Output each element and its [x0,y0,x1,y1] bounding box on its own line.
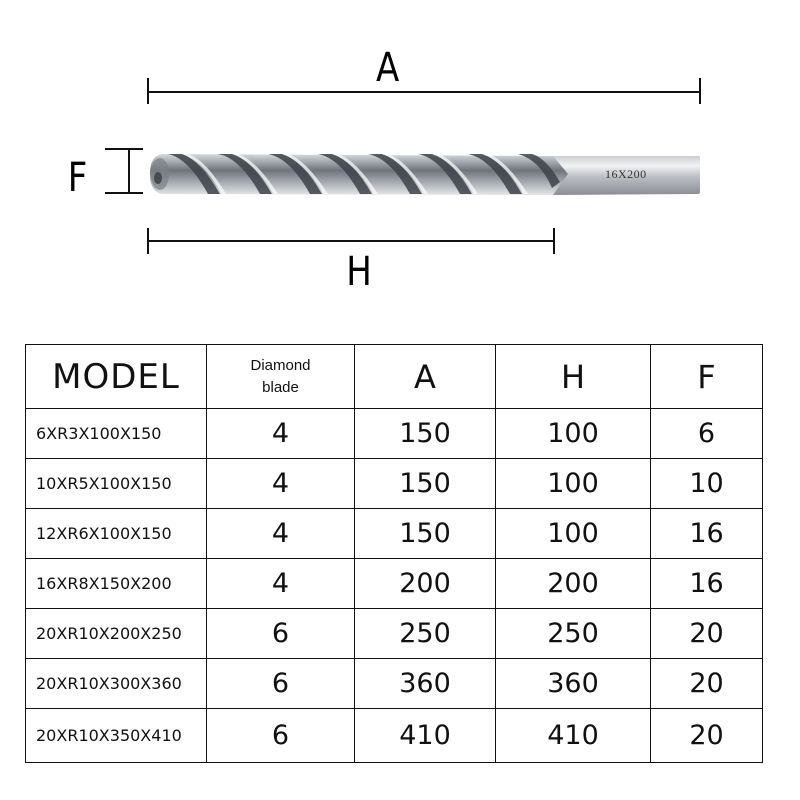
header-model: MODEL [25,344,207,409]
header-blade-line2: blade [262,378,299,396]
cell-h: 410 [495,708,651,763]
cell-blades: 6 [206,608,355,659]
cell-f: 10 [650,458,763,509]
cell-blades: 6 [206,658,355,709]
table-row: 10XR5X100X150 4 150 100 10 [25,458,763,509]
cell-a: 200 [354,558,496,609]
cell-blades: 4 [206,558,355,609]
cell-model: 10XR5X100X150 [25,458,207,509]
cell-blades: 4 [206,408,355,459]
cell-model: 20XR10X350X410 [25,708,207,763]
dimension-a-tick-right [699,78,701,104]
cell-blades: 4 [206,458,355,509]
header-diamond-blade: Diamond blade [206,344,355,409]
cell-h: 200 [495,558,651,609]
cell-a: 150 [354,458,496,509]
specification-table: MODEL Diamond blade A H F 6XR3X100X150 4… [25,344,763,763]
header-h: H [495,344,651,409]
table-row: 20XR10X300X360 6 360 360 20 [25,658,763,709]
cell-a: 150 [354,508,496,559]
table-row: 16XR8X150X200 4 200 200 16 [25,558,763,609]
cell-model: 20XR10X200X250 [25,608,207,659]
cell-blades: 4 [206,508,355,559]
cell-model: 6XR3X100X150 [25,408,207,459]
cell-a: 250 [354,608,496,659]
cell-f: 20 [650,708,763,763]
cell-h: 100 [495,458,651,509]
dimension-f-tick-top [105,148,143,150]
table-row: 20XR10X200X250 6 250 250 20 [25,608,763,659]
cell-a: 360 [354,658,496,709]
cell-model: 16XR8X150X200 [25,558,207,609]
dimension-h-tick-right [553,228,555,254]
header-f: F [650,344,763,409]
dimension-h-tick-left [147,228,149,254]
cell-f: 20 [650,608,763,659]
dimension-a-label: A [376,45,400,91]
cell-blades: 6 [206,708,355,763]
dimension-a-tick-left [147,78,149,104]
cell-f: 20 [650,658,763,709]
cell-f: 16 [650,508,763,559]
cell-h: 100 [495,408,651,459]
header-blade-line1: Diamond [250,356,311,374]
table-row: 6XR3X100X150 4 150 100 6 [25,408,763,459]
cell-a: 150 [354,408,496,459]
cell-model: 20XR10X300X360 [25,658,207,709]
shank-marking: 16X200 [605,167,647,181]
cell-h: 100 [495,508,651,559]
table-header-row: MODEL Diamond blade A H F [25,344,763,409]
cell-h: 360 [495,658,651,709]
cell-f: 6 [650,408,763,459]
dimension-f-label: F [67,155,88,201]
cell-f: 16 [650,558,763,609]
dimension-f-line [128,148,130,193]
cell-a: 410 [354,708,496,763]
dimension-f-tick-bottom [105,192,143,194]
dimension-a-line [148,91,700,93]
table-row: 12XR6X100X150 4 150 100 16 [25,508,763,559]
dimension-h-line [148,240,554,242]
cell-model: 12XR6X100X150 [25,508,207,559]
ball-end-mill-illustration [150,154,700,195]
header-a: A [354,344,496,409]
table-row: 20XR10X350X410 6 410 410 20 [25,708,763,763]
dimension-h-label: H [346,249,372,295]
cell-h: 250 [495,608,651,659]
